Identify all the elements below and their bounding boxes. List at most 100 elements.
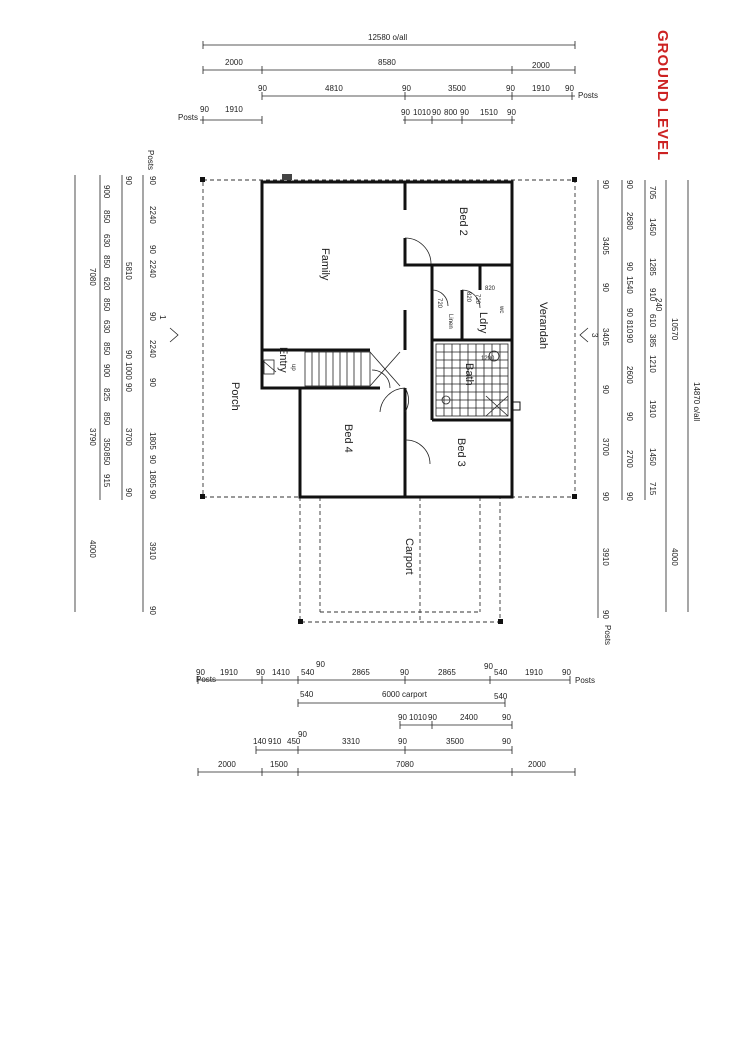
section-marker-3: 3 xyxy=(579,327,599,343)
svg-text:4810: 4810 xyxy=(325,84,343,93)
svg-text:3500: 3500 xyxy=(446,737,464,746)
left-dimensions: 7080 3790 4000 900 850 630 850 620 850 6… xyxy=(74,150,157,615)
svg-text:10570: 10570 xyxy=(670,318,679,341)
svg-text:90: 90 xyxy=(507,108,516,117)
svg-text:90: 90 xyxy=(256,668,265,677)
svg-text:90: 90 xyxy=(148,312,157,321)
svg-text:1010: 1010 xyxy=(409,713,427,722)
svg-text:90: 90 xyxy=(148,245,157,254)
svg-text:915: 915 xyxy=(102,474,111,488)
svg-text:6000 carport: 6000 carport xyxy=(382,690,428,699)
svg-text:90: 90 xyxy=(148,176,157,185)
svg-text:1285: 1285 xyxy=(648,258,657,276)
svg-text:Posts: Posts xyxy=(603,625,612,645)
svg-text:1540: 1540 xyxy=(625,276,634,294)
stair xyxy=(304,351,401,387)
svg-text:2240: 2240 xyxy=(148,340,157,358)
room-verandah: Verandah xyxy=(537,302,549,349)
svg-text:3500: 3500 xyxy=(448,84,466,93)
room-labels: Family Bed 2 Bed 3 Bed 4 Verandah Porch … xyxy=(229,207,549,575)
svg-text:4000: 4000 xyxy=(88,540,97,558)
section-marker-1: 1 xyxy=(158,315,179,343)
svg-text:90: 90 xyxy=(398,737,407,746)
posts xyxy=(200,174,577,624)
svg-text:90: 90 xyxy=(625,262,634,271)
svg-text:1510: 1510 xyxy=(480,108,498,117)
svg-text:720: 720 xyxy=(474,294,480,305)
svg-text:90: 90 xyxy=(625,180,634,189)
svg-text:1200: 1200 xyxy=(481,356,495,362)
svg-text:2865: 2865 xyxy=(352,668,370,677)
svg-text:90: 90 xyxy=(601,180,610,189)
svg-text:90: 90 xyxy=(502,713,511,722)
svg-text:850: 850 xyxy=(102,255,111,269)
room-bed2: Bed 2 xyxy=(457,207,469,236)
svg-text:630: 630 xyxy=(102,234,111,248)
svg-text:240: 240 xyxy=(654,298,663,312)
svg-text:90: 90 xyxy=(484,662,493,671)
svg-text:630: 630 xyxy=(102,320,111,334)
svg-text:910: 910 xyxy=(268,737,282,746)
svg-text:90: 90 xyxy=(124,350,133,359)
svg-text:90: 90 xyxy=(400,668,409,677)
right-dimensions: 90 3405 90 3405 90 3700 90 3910 90 Posts… xyxy=(597,180,701,645)
svg-text:850: 850 xyxy=(102,452,111,466)
svg-text:450: 450 xyxy=(287,737,301,746)
svg-text:540: 540 xyxy=(494,668,508,677)
svg-text:3405: 3405 xyxy=(601,328,610,346)
room-carport: Carport xyxy=(403,538,415,575)
svg-text:810: 810 xyxy=(625,320,634,334)
svg-text:850: 850 xyxy=(102,412,111,426)
svg-text:90: 90 xyxy=(601,492,610,501)
svg-text:2000: 2000 xyxy=(528,760,546,769)
svg-text:1410: 1410 xyxy=(272,668,290,677)
svg-text:90: 90 xyxy=(148,606,157,615)
svg-text:90: 90 xyxy=(196,668,205,677)
svg-text:90: 90 xyxy=(298,730,307,739)
room-family: Family xyxy=(319,248,331,281)
svg-text:90: 90 xyxy=(148,490,157,499)
svg-text:1: 1 xyxy=(158,315,167,320)
room-linen: Linen xyxy=(447,314,453,329)
svg-text:90: 90 xyxy=(432,108,441,117)
svg-text:90: 90 xyxy=(398,713,407,722)
dim-overall-width: 12580 o/all xyxy=(368,33,407,42)
svg-text:1450: 1450 xyxy=(648,448,657,466)
svg-text:2400: 2400 xyxy=(460,713,478,722)
svg-text:2000: 2000 xyxy=(218,760,236,769)
svg-text:3310: 3310 xyxy=(342,737,360,746)
svg-text:3: 3 xyxy=(590,333,599,338)
svg-text:90: 90 xyxy=(402,84,411,93)
svg-text:540: 540 xyxy=(301,668,315,677)
svg-text:1000: 1000 xyxy=(124,362,133,380)
svg-text:90: 90 xyxy=(601,283,610,292)
svg-text:850: 850 xyxy=(102,210,111,224)
stair-up: up xyxy=(290,364,296,371)
svg-text:1910: 1910 xyxy=(648,400,657,418)
svg-text:2865: 2865 xyxy=(438,668,456,677)
svg-text:7080: 7080 xyxy=(396,760,414,769)
svg-text:540: 540 xyxy=(300,690,314,699)
svg-text:1910: 1910 xyxy=(532,84,550,93)
svg-text:90: 90 xyxy=(625,412,634,421)
svg-text:800: 800 xyxy=(444,108,458,117)
svg-text:2680: 2680 xyxy=(625,212,634,230)
room-bed3: Bed 3 xyxy=(455,438,467,467)
svg-text:Posts: Posts xyxy=(178,113,198,122)
svg-text:5810: 5810 xyxy=(124,262,133,280)
svg-text:540: 540 xyxy=(494,692,508,701)
svg-text:850: 850 xyxy=(102,342,111,356)
svg-text:Posts: Posts xyxy=(196,675,216,684)
svg-text:90: 90 xyxy=(124,488,133,497)
svg-text:Posts: Posts xyxy=(578,91,598,100)
svg-text:90: 90 xyxy=(562,668,571,677)
svg-text:90: 90 xyxy=(148,378,157,387)
svg-text:90: 90 xyxy=(148,455,157,464)
bathroom-tiles xyxy=(435,343,509,417)
svg-text:720: 720 xyxy=(436,298,442,309)
svg-text:3790: 3790 xyxy=(88,428,97,446)
svg-text:90: 90 xyxy=(124,383,133,392)
svg-text:850: 850 xyxy=(102,298,111,312)
svg-text:90: 90 xyxy=(625,334,634,343)
svg-text:825: 825 xyxy=(102,388,111,402)
